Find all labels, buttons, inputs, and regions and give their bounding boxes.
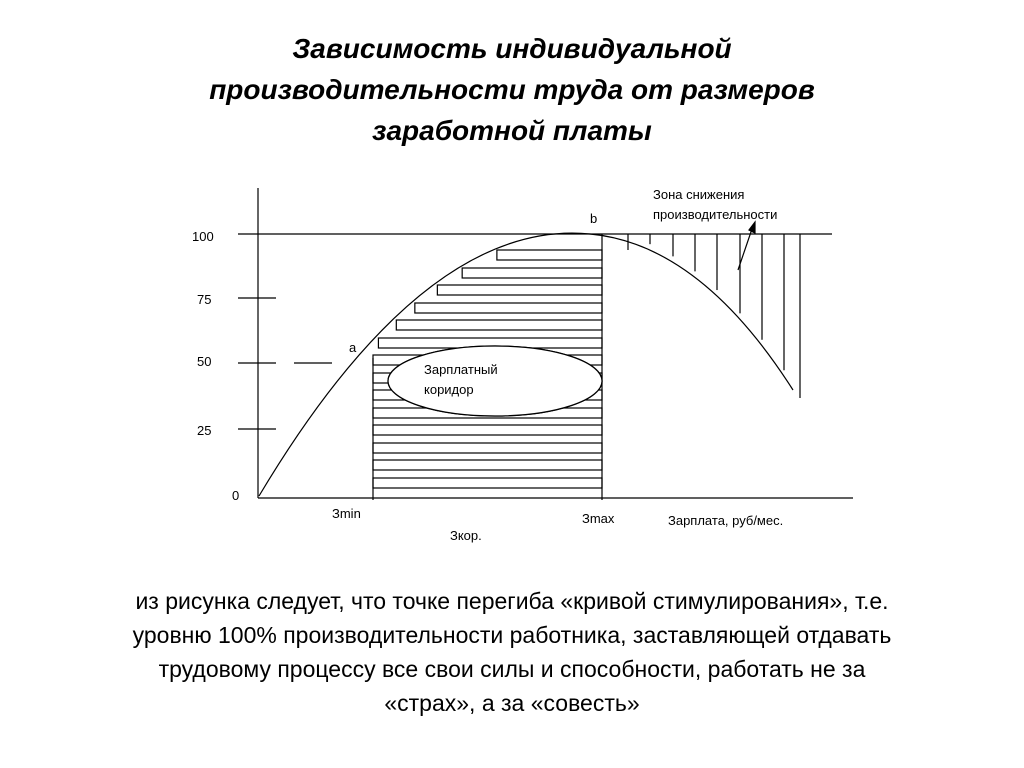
zone-arrowhead (748, 220, 756, 234)
y-tick-label-0: 0 (232, 488, 239, 503)
stimulation-curve (258, 232, 794, 497)
title-line: производительности труда от размеров (209, 74, 815, 105)
x-axis-label: Зарплата, руб/мес. (668, 513, 783, 528)
hatch-bar (372, 442, 603, 454)
caption-line: «страх», а за «совесть» (384, 690, 640, 716)
y-tick-label-100: 100 (192, 229, 214, 244)
hatch-bar (395, 319, 603, 331)
x-cor-label: Зкор. (450, 528, 482, 543)
hatch-bar (372, 477, 603, 489)
corridor-label-line: Зарплатный (424, 362, 498, 377)
caption: из рисунка следует, что точке перегиба «… (20, 584, 1004, 720)
corridor-label-line: коридор (424, 382, 474, 397)
caption-line: из рисунка следует, что точке перегиба «… (135, 588, 889, 614)
title-line: заработной платы (372, 115, 652, 146)
y-tick-label-50: 50 (197, 354, 211, 369)
hatch-bar (414, 302, 603, 314)
point-a-label: a (349, 340, 357, 355)
wage-corridor-ellipse-front (387, 345, 603, 417)
zone-label-line: Зона снижения (653, 187, 744, 202)
x-max-label: Зmax (582, 511, 615, 526)
caption-line: уровню 100% производительности работника… (132, 622, 892, 648)
y-tick-label-75: 75 (197, 292, 211, 307)
hatch-bar (372, 424, 603, 436)
slide-title: Зависимость индивидуальной производитель… (62, 28, 962, 151)
title-line: Зависимость индивидуальной (292, 33, 732, 64)
hatch-bar (461, 267, 603, 279)
hatch-bar (436, 284, 603, 296)
caption-line: трудовому процессу все свои силы и спосо… (158, 656, 866, 682)
zone-label-line: производительности (653, 207, 777, 222)
x-min-label: Зmin (332, 506, 361, 521)
hatch-bar (372, 459, 603, 471)
y-tick-label-25: 25 (197, 423, 211, 438)
point-b-label: b (590, 211, 597, 226)
hatch-bar (496, 249, 603, 261)
